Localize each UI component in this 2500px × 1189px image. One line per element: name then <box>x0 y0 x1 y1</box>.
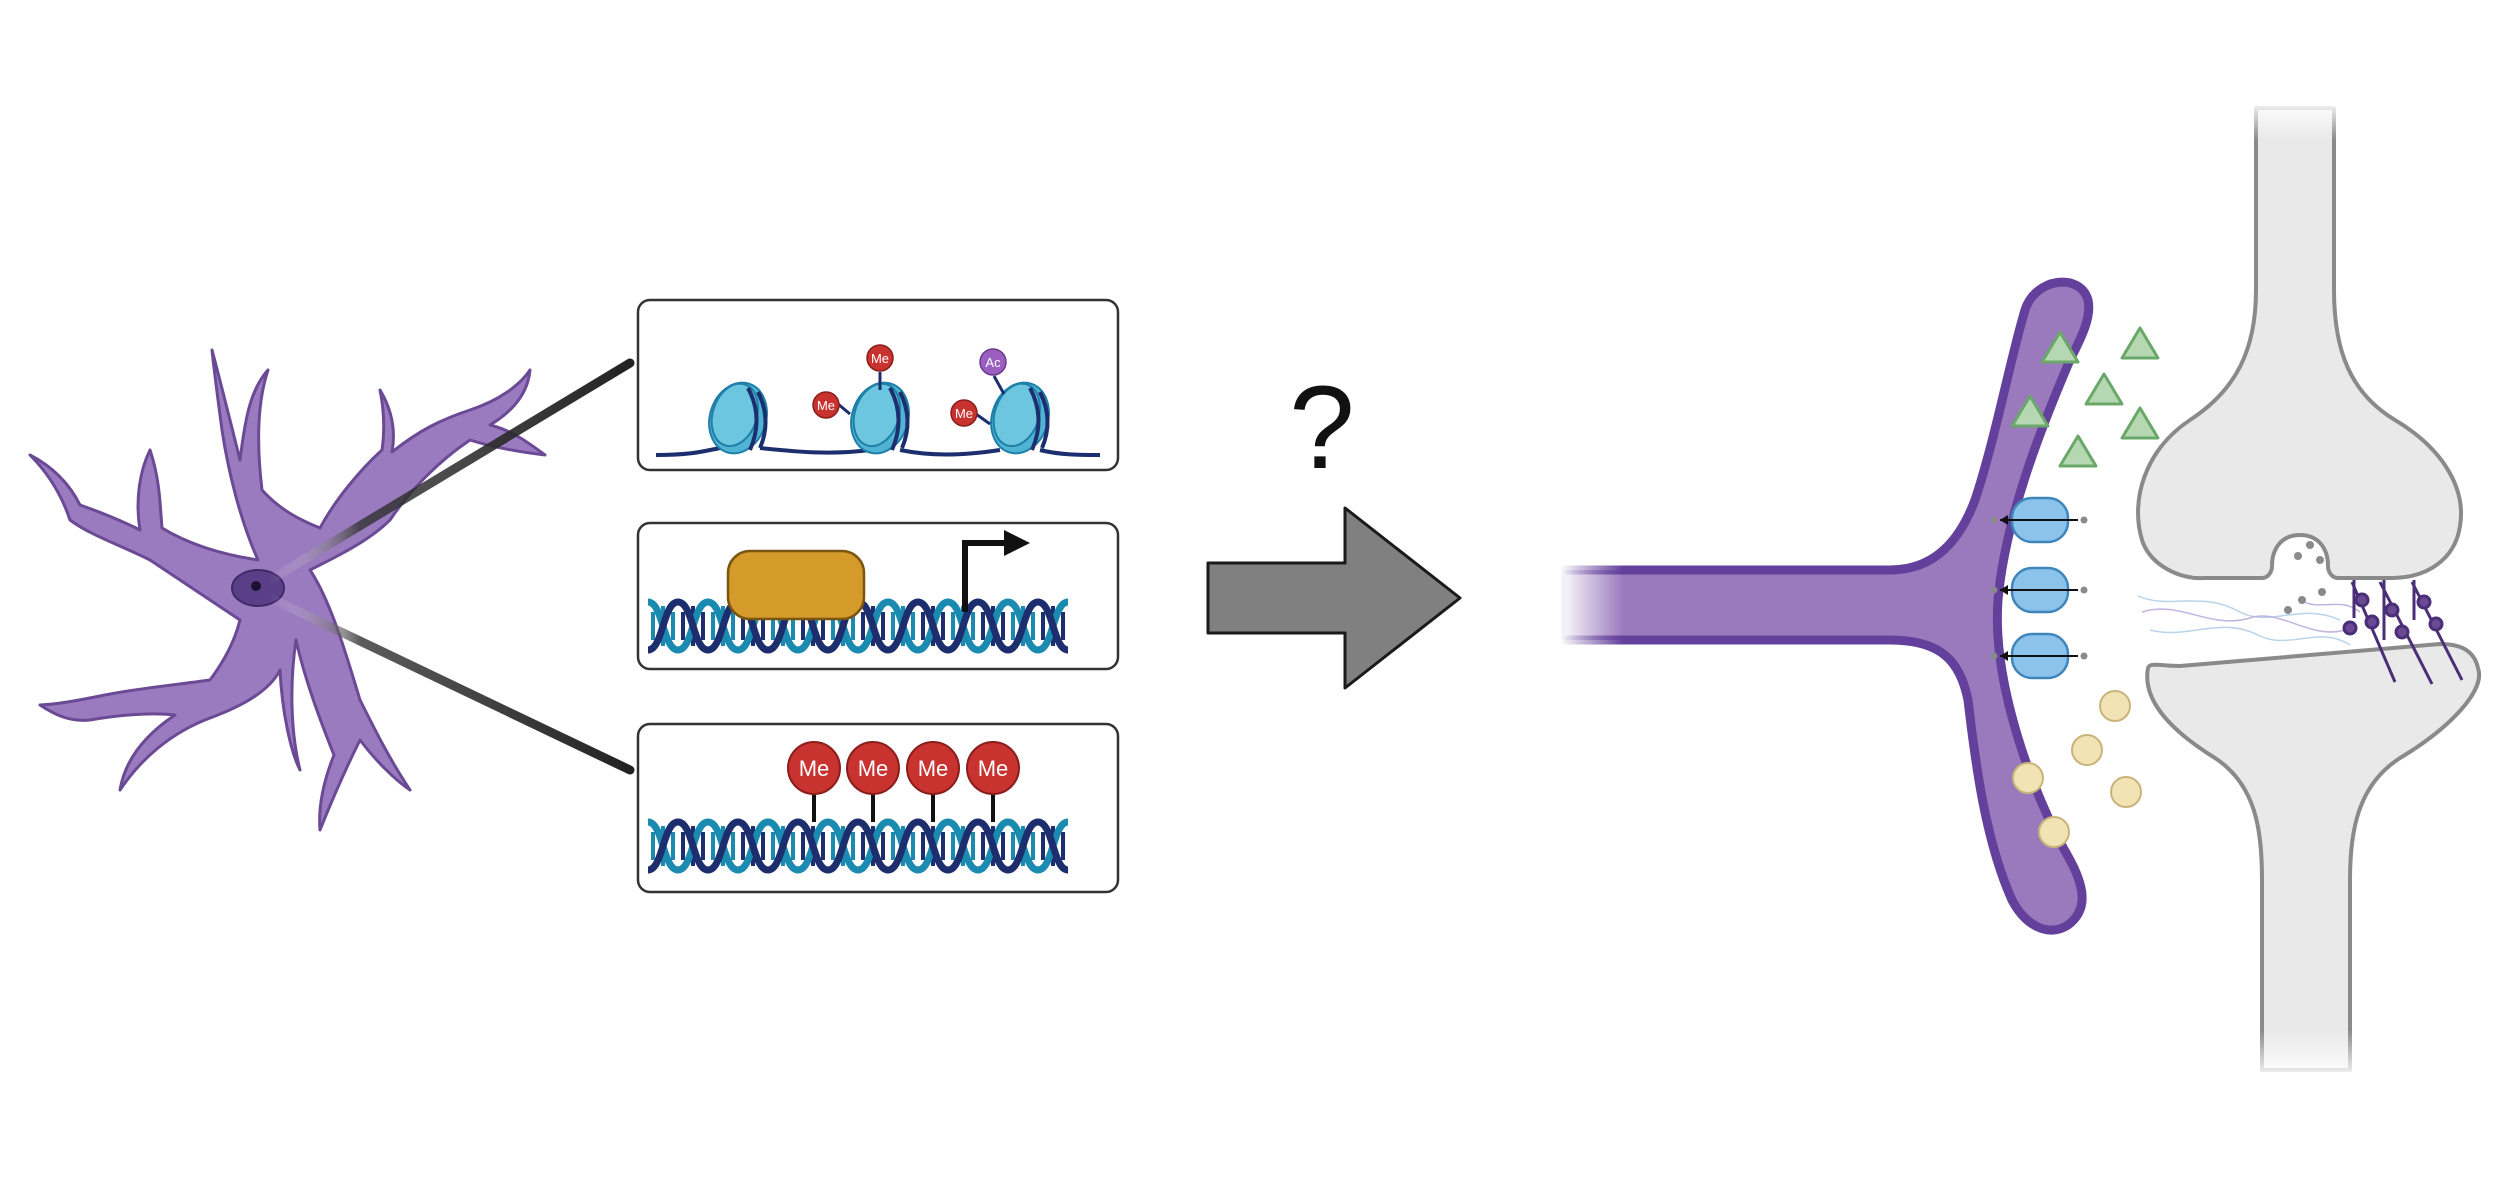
transcription-start-arrow-icon <box>962 530 1030 612</box>
methyl-mark-label: Me <box>817 398 835 413</box>
methyl-mark-label: Me <box>918 756 949 781</box>
vesicle-cream <box>2012 690 2142 848</box>
methyl-mark <box>950 399 978 427</box>
neuron-body <box>28 348 547 832</box>
cleft-filaments <box>2137 595 2361 646</box>
dendrite <box>1555 277 2094 935</box>
vesicle-triangle <box>2084 372 2124 406</box>
methyl-mark <box>812 391 840 419</box>
methyl-mark: Me <box>906 741 960 822</box>
acetyl-mark <box>979 348 1007 376</box>
methyl-mark-label: Me <box>799 756 830 781</box>
zoom-lines <box>265 358 635 775</box>
methyl-mark-label: Me <box>955 406 973 421</box>
transcription-factor-icon <box>726 549 866 621</box>
postsynaptic-spine <box>2145 642 2482 1072</box>
methyl-mark <box>866 344 894 372</box>
neuron-icon <box>28 348 547 832</box>
synapse-icon <box>2136 100 2482 1080</box>
nucleolus <box>251 581 261 591</box>
postsynaptic-receptor-icon <box>2342 580 2464 685</box>
vesicle-triangle <box>2120 326 2160 360</box>
methyl-mark: Me <box>966 741 1020 822</box>
methyl-mark: Me <box>846 741 900 822</box>
acetyl-mark-label: Ac <box>985 355 1001 370</box>
methyl-mark-label: Me <box>978 756 1009 781</box>
neurotransmitter-dots <box>2284 541 2326 614</box>
question-mark: ? <box>1289 362 1355 494</box>
methyl-mark-label: Me <box>871 351 889 366</box>
vesicle-triangle <box>2058 434 2098 468</box>
methyl-mark-label: Me <box>858 756 889 781</box>
dna-linker-strand <box>655 446 1101 457</box>
panel-transcription-factor <box>636 521 1120 671</box>
methyl-mark: Me <box>787 741 841 822</box>
presynaptic-terminal <box>2136 106 2463 581</box>
vesicle-triangle <box>2120 406 2160 440</box>
panel-histone-modifications: Me Me Ac Me <box>636 298 1120 472</box>
panel-dna-methylation: Me Me Me Me <box>636 722 1120 894</box>
right-arrow-icon <box>1206 506 1462 690</box>
